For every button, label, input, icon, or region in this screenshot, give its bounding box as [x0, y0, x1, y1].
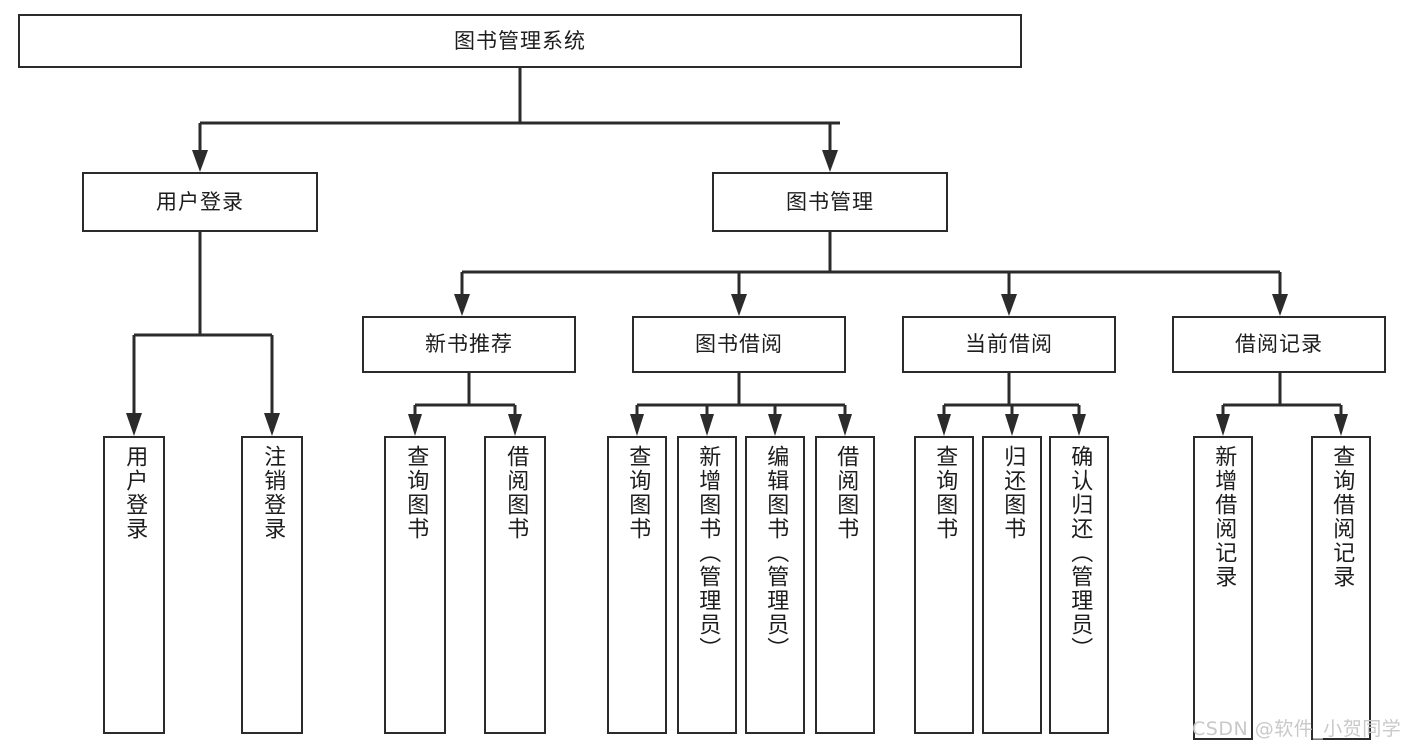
node-label: 图书管理系统: [454, 28, 586, 53]
leaf-current-return-book[interactable]: 归还图书: [982, 436, 1042, 734]
node-label: 查询借阅记录: [1329, 445, 1355, 589]
leaf-records-add-record[interactable]: 新增借阅记录: [1193, 436, 1253, 740]
leaf-records-query-record[interactable]: 查询借阅记录: [1311, 436, 1371, 740]
node-new-book-recommend[interactable]: 新书推荐: [362, 316, 576, 373]
node-label: 注销登录: [260, 445, 286, 541]
node-label: 图书借阅: [695, 332, 783, 357]
node-label: 查询图书: [403, 445, 429, 541]
node-label: 确认归还（管理员）: [1067, 445, 1093, 661]
leaf-borrow-add-book-admin[interactable]: 新增图书（管理员）: [677, 436, 737, 734]
node-current-borrow[interactable]: 当前借阅: [902, 316, 1116, 373]
node-label: 查询图书: [932, 445, 958, 541]
node-label: 归还图书: [1000, 445, 1026, 541]
leaf-recommend-query-book[interactable]: 查询图书: [384, 436, 446, 734]
node-user-login[interactable]: 用户登录: [82, 172, 318, 232]
node-label: 新增图书（管理员）: [695, 445, 721, 661]
node-label: 新增借阅记录: [1211, 445, 1237, 589]
csdn-watermark: CSDN @软件_小贺同学: [1192, 718, 1402, 740]
leaf-borrow-borrow-book[interactable]: 借阅图书: [815, 436, 875, 734]
node-borrow-records[interactable]: 借阅记录: [1172, 316, 1386, 373]
leaf-current-confirm-return-admin[interactable]: 确认归还（管理员）: [1049, 436, 1109, 734]
node-label: 借阅记录: [1235, 332, 1323, 357]
leaf-user-login-signin[interactable]: 用户登录: [103, 436, 165, 734]
node-book-borrow[interactable]: 图书借阅: [632, 316, 846, 373]
node-label: 借阅图书: [833, 445, 859, 541]
leaf-borrow-edit-book-admin[interactable]: 编辑图书（管理员）: [745, 436, 805, 734]
leaf-current-query-book[interactable]: 查询图书: [914, 436, 974, 734]
node-label: 查询图书: [625, 445, 651, 541]
leaf-user-login-signout[interactable]: 注销登录: [241, 436, 303, 734]
node-root-system[interactable]: 图书管理系统: [18, 14, 1022, 68]
node-book-management[interactable]: 图书管理: [712, 172, 948, 232]
node-label: 新书推荐: [425, 332, 513, 357]
node-label: 用户登录: [156, 189, 244, 214]
node-label: 编辑图书（管理员）: [763, 445, 789, 661]
node-label: 图书管理: [786, 189, 874, 214]
node-label: 用户登录: [122, 445, 148, 541]
leaf-borrow-query-book[interactable]: 查询图书: [607, 436, 667, 734]
node-label: 当前借阅: [965, 332, 1053, 357]
leaf-recommend-borrow-book[interactable]: 借阅图书: [484, 436, 546, 734]
node-label: 借阅图书: [503, 445, 529, 541]
